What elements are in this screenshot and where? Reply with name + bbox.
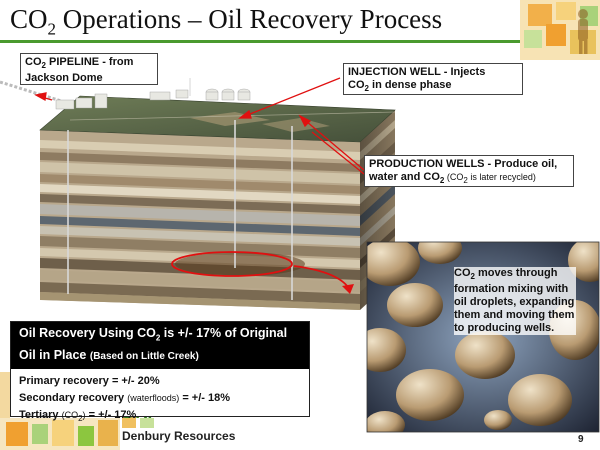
strata-front xyxy=(40,130,360,310)
production-wells-callout: PRODUCTION WELLS - Produce oil, water an… xyxy=(364,155,574,187)
recovery-summary-header: Oil Recovery Using CO2 is +/- 17% of Ori… xyxy=(11,322,309,369)
company-name: Denbury Resources xyxy=(122,429,236,443)
tertiary-recovery: Tertiary (CO2) = +/- 17% xyxy=(19,408,137,423)
surface-facilities xyxy=(55,78,251,110)
secondary-recovery: Secondary recovery (waterfloods) = +/- 1… xyxy=(19,391,231,404)
well-lines xyxy=(67,120,293,300)
pore-scale-caption: CO2 moves through formation mixing with … xyxy=(454,267,576,336)
primary-recovery: Primary recovery = +/- 20% xyxy=(19,374,160,387)
recovery-summary-box: Oil Recovery Using CO2 is +/- 17% of Ori… xyxy=(10,321,310,422)
injection-well-callout: INJECTION WELL - Injects CO2 in dense ph… xyxy=(343,63,523,95)
page-title: CO2 Operations – Oil Recovery Process xyxy=(10,4,443,39)
callout-arrows xyxy=(34,77,365,175)
pipeline-callout: CO2 PIPELINE - from Jackson Dome xyxy=(20,53,158,85)
page-number: 9 xyxy=(578,434,584,445)
title-underline xyxy=(0,40,520,43)
oil-zone-ring xyxy=(171,251,293,277)
